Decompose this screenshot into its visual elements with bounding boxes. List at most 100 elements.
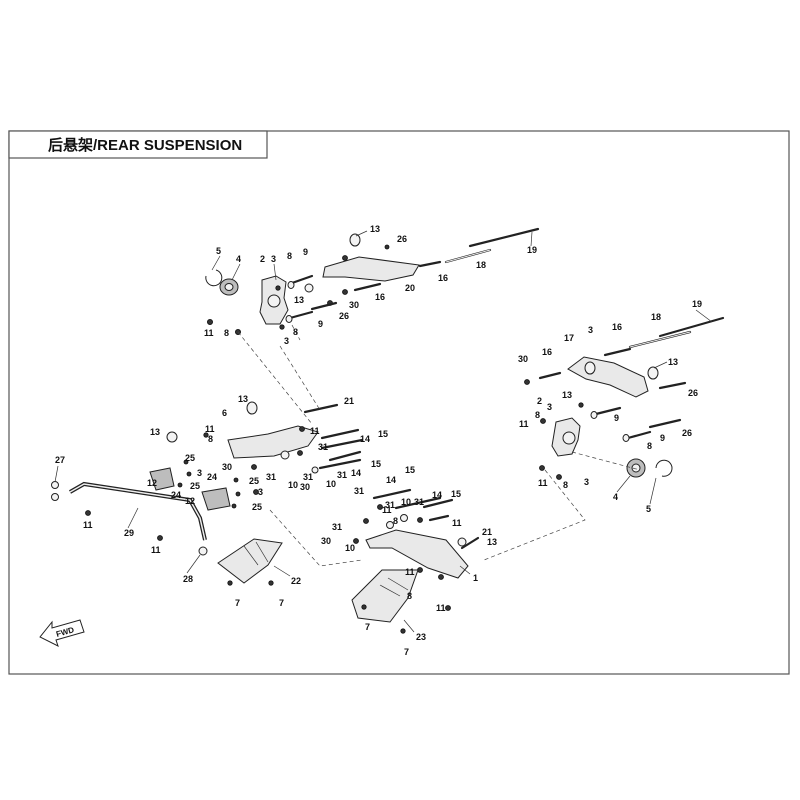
callout-24: 24 (171, 490, 181, 500)
callout-8: 8 (287, 251, 292, 261)
callout-15b: 15 (371, 459, 381, 469)
callout-16: 16 (438, 273, 448, 283)
callout-8d: 8 (208, 434, 213, 444)
callout-9r2: 9 (660, 433, 665, 443)
callout-12: 12 (147, 478, 157, 488)
callout-3r2: 3 (547, 402, 552, 412)
right-circlip-part (655, 459, 673, 477)
callout-31: 31 (318, 442, 328, 452)
callout-31c: 31 (303, 472, 313, 482)
callout-4r: 4 (613, 492, 618, 502)
callout-3d: 3 (258, 487, 263, 497)
callout-20: 20 (405, 283, 415, 293)
callout-8b: 8 (293, 327, 298, 337)
callout-31g: 31 (414, 497, 424, 507)
callout-11f: 11 (382, 505, 392, 515)
callout-23: 23 (416, 632, 426, 642)
callout-14d: 14 (432, 490, 442, 500)
callout-3c: 3 (197, 468, 202, 478)
callout-10d: 10 (345, 543, 355, 553)
callout-5: 5 (216, 246, 221, 256)
callout-7c: 7 (365, 622, 370, 632)
callout-13: 13 (370, 224, 380, 234)
callout-26r: 26 (688, 388, 698, 398)
callout-15d: 15 (451, 489, 461, 499)
callout-25c: 25 (249, 476, 259, 486)
callout-30r: 30 (518, 354, 528, 364)
callout-7b: 7 (279, 598, 284, 608)
callout-11r: 11 (519, 419, 529, 429)
drawing-frame (8, 130, 790, 675)
callout-18: 18 (476, 260, 486, 270)
link-bracket-part-2 (201, 487, 231, 511)
callout-12b: 12 (185, 496, 195, 506)
callout-25b: 25 (190, 481, 200, 491)
callout-16b: 16 (375, 292, 385, 302)
callout-25: 25 (185, 453, 195, 463)
callout-31b: 31 (266, 472, 276, 482)
callout-10: 10 (326, 479, 336, 489)
callout-15c: 15 (405, 465, 415, 475)
callout-31h: 31 (332, 522, 342, 532)
callout-19: 19 (527, 245, 537, 255)
lower-right-arm-group (351, 488, 480, 634)
callout-9r: 9 (614, 413, 619, 423)
callout-21: 21 (344, 396, 354, 406)
callout-4: 4 (236, 254, 241, 264)
callout-18r: 18 (651, 312, 661, 322)
callout-31d: 31 (337, 470, 347, 480)
callout-14b: 14 (351, 468, 361, 478)
callout-13b: 13 (294, 295, 304, 305)
title-box (8, 130, 268, 159)
callout-21b: 21 (482, 527, 492, 537)
circlip-part (205, 269, 223, 287)
diagram-title: 后悬架/REAR SUSPENSION (48, 136, 242, 154)
callout-5r: 5 (646, 504, 651, 514)
upper-arm-part (322, 256, 420, 282)
callout-22: 22 (291, 576, 301, 586)
callout-11b: 11 (205, 424, 215, 434)
callout-3r3: 3 (584, 477, 589, 487)
callout-26: 26 (397, 234, 407, 244)
right-upper-arm-part (567, 356, 649, 398)
callout-10c: 10 (401, 497, 411, 507)
callout-11g: 11 (452, 518, 462, 528)
callout-8c: 8 (224, 328, 229, 338)
callout-3: 3 (271, 254, 276, 264)
lower-skid-plate-part (351, 569, 419, 623)
callout-8f: 8 (407, 591, 412, 601)
callout-13c: 13 (238, 394, 248, 404)
lower-left-arm-part (227, 425, 319, 459)
callout-13r2: 13 (562, 390, 572, 400)
callout-numbers: 5 4 2 3 8 9 13 26 19 18 16 20 16 30 26 1… (55, 224, 702, 657)
callout-6: 6 (222, 408, 227, 418)
link-bracket-part (149, 467, 175, 491)
skid-plate-part (217, 538, 283, 584)
callout-31e: 31 (354, 486, 364, 496)
callout-11i: 11 (436, 603, 446, 613)
callout-11e: 11 (151, 545, 161, 555)
callout-7: 7 (235, 598, 240, 608)
callout-9: 9 (303, 247, 308, 257)
right-knuckle-group (524, 316, 725, 480)
callout-1: 1 (473, 573, 478, 583)
callout-19r: 19 (692, 299, 702, 309)
callout-11h: 11 (405, 567, 415, 577)
callout-31f: 31 (385, 500, 395, 510)
callout-14: 14 (360, 434, 370, 444)
callout-3b: 3 (284, 336, 289, 346)
assembly-lines (237, 324, 641, 567)
callout-16r2: 16 (542, 347, 552, 357)
callout-2r: 2 (537, 396, 542, 406)
lower-right-arm-part (365, 529, 469, 579)
callout-2: 2 (260, 254, 265, 264)
callout-13e: 13 (487, 537, 497, 547)
callout-26b: 26 (339, 311, 349, 321)
leader-lines (54, 230, 713, 633)
callout-27: 27 (55, 455, 65, 465)
callout-30c: 30 (222, 462, 232, 472)
callout-13d: 13 (150, 427, 160, 437)
callout-9b: 9 (318, 319, 323, 329)
callout-15: 15 (378, 429, 388, 439)
